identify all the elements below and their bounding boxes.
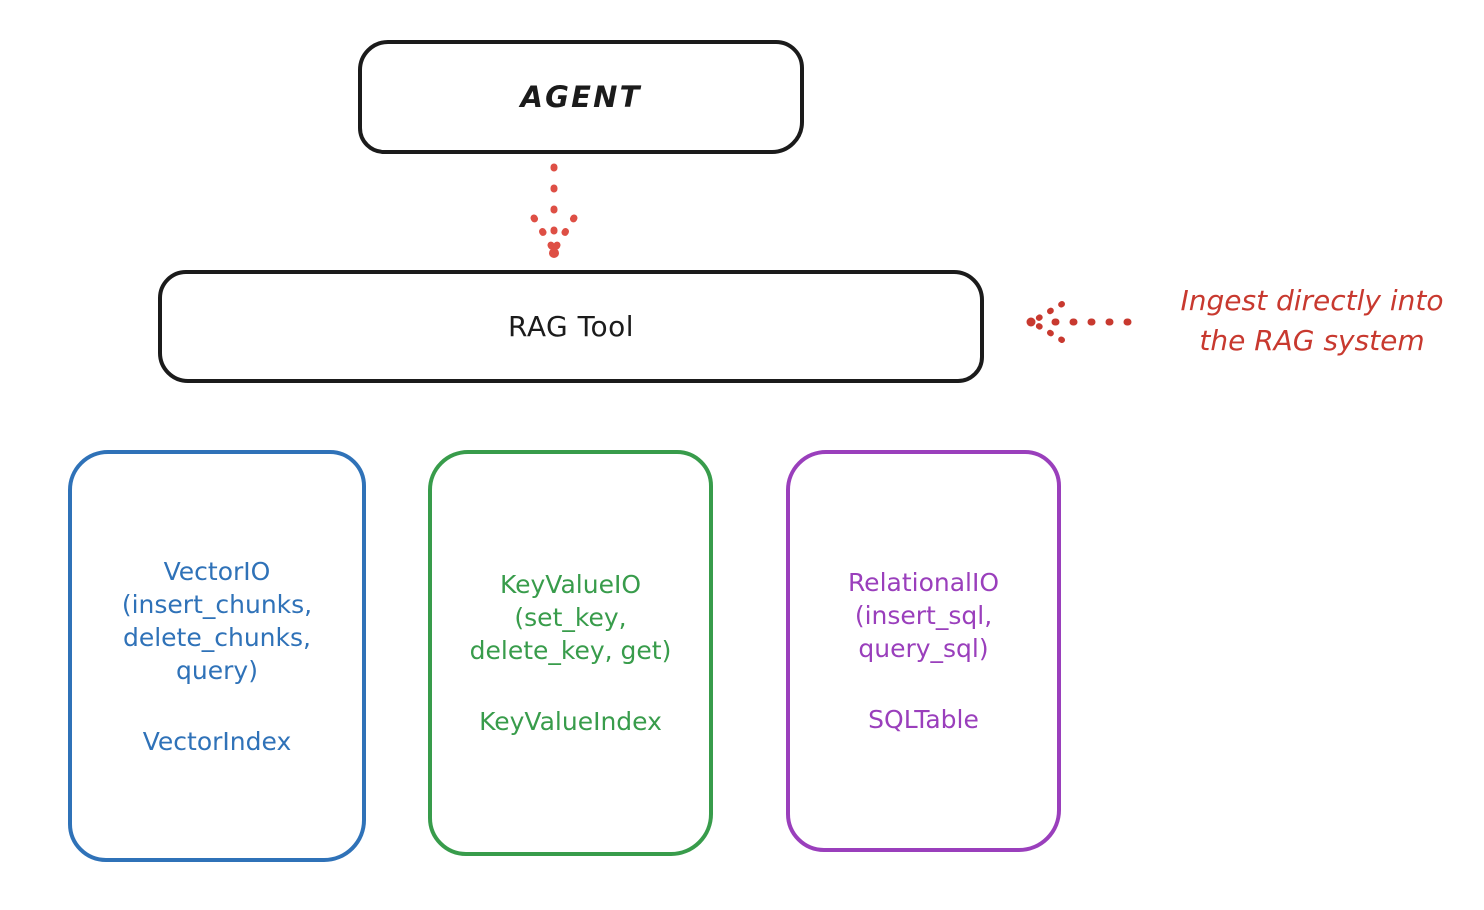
ingest-arrow-icon <box>1026 301 1132 343</box>
vector-index-label: VectorIndex <box>142 726 292 756</box>
relational-io-node[interactable]: RelationalIO (insert_sql, query_sql) SQL… <box>786 450 1061 852</box>
rag-tool-node[interactable]: RAG Tool <box>158 270 984 383</box>
sql-table-label: SQLTable <box>868 705 979 734</box>
key-value-io-node[interactable]: KeyValueIO (set_key, delete_key, get) Ke… <box>428 450 713 856</box>
rag-tool-node-label: RAG Tool <box>508 310 634 343</box>
agent-to-rag-arrow-icon <box>530 163 578 258</box>
key-value-io-api-label: KeyValueIO (set_key, delete_key, get) <box>469 570 672 665</box>
agent-node[interactable]: AGENT <box>358 40 804 154</box>
vector-io-api-label: VectorIO (insert_chunks, delete_chunks, … <box>121 556 313 685</box>
key-value-index-label: KeyValueIndex <box>479 707 662 736</box>
relational-io-api-label: RelationalIO (insert_sql, query_sql) <box>847 568 1000 663</box>
vector-io-node[interactable]: VectorIO (insert_chunks, delete_chunks, … <box>68 450 366 862</box>
ingest-annotation-label: Ingest directly into the RAG system <box>1180 284 1444 357</box>
agent-node-label: AGENT <box>520 80 642 114</box>
